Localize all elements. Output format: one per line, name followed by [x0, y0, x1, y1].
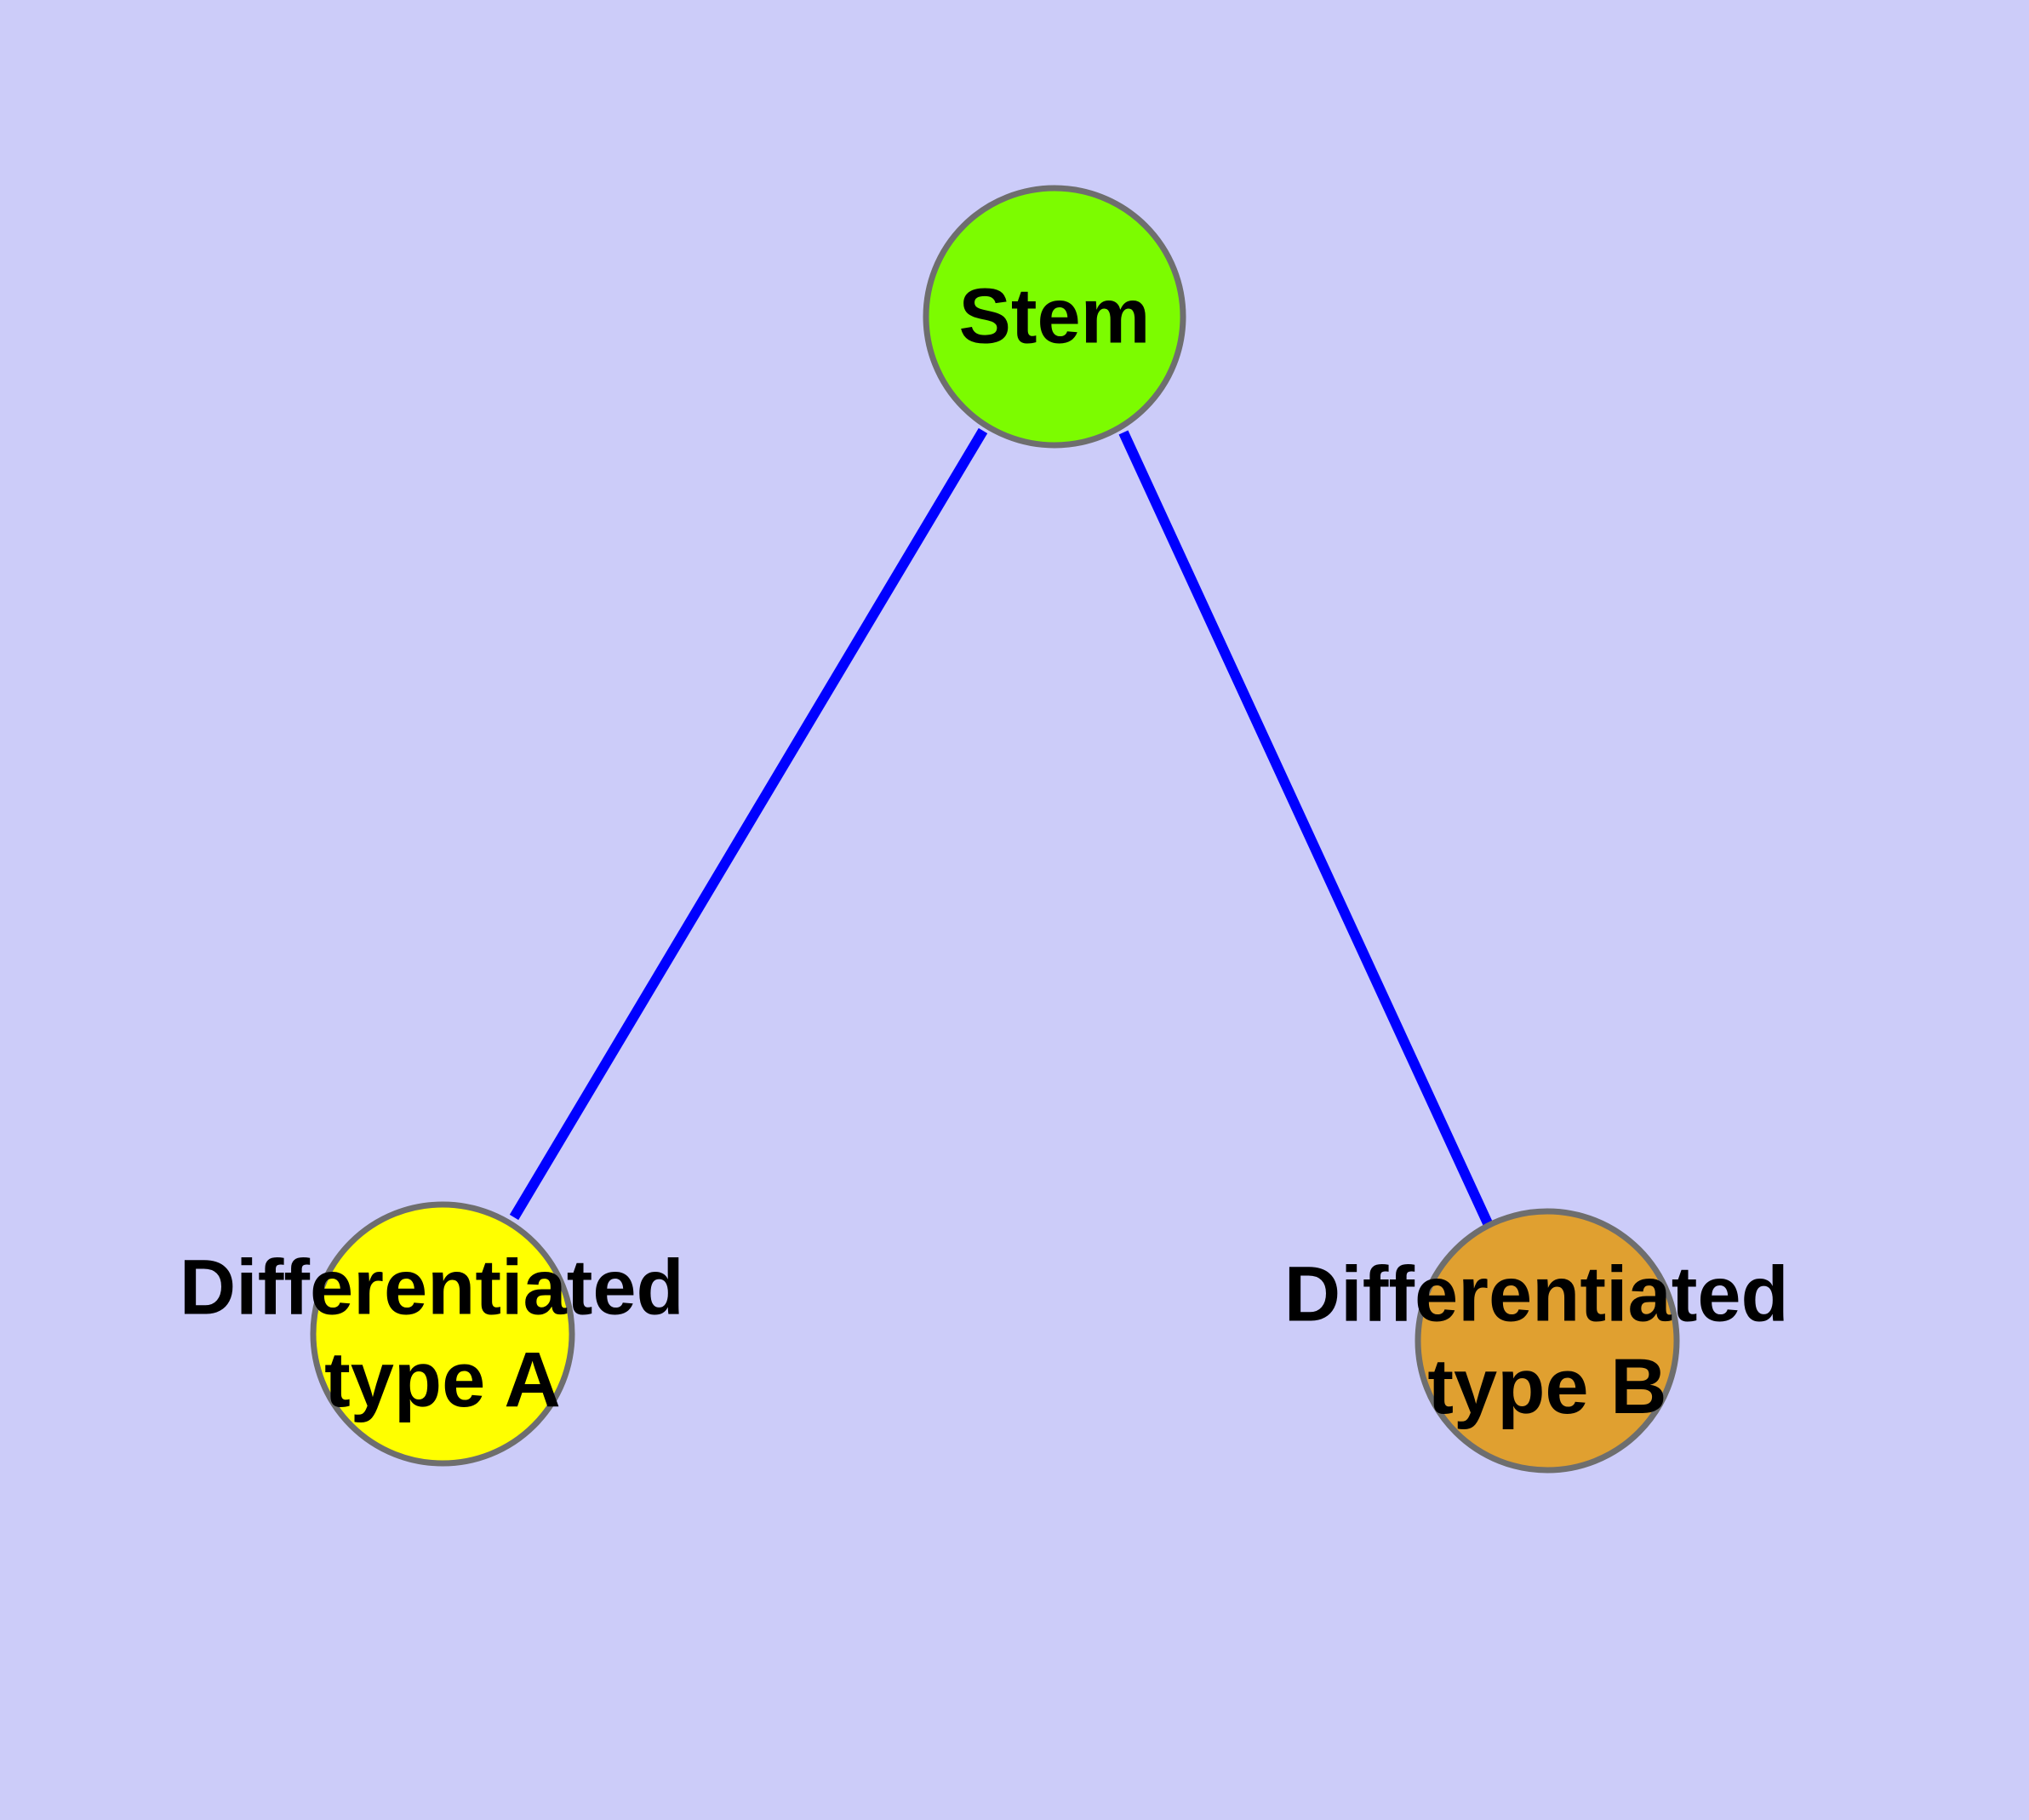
- node-label-differentiated-type-b-line-1: Differentiated: [1284, 1251, 1789, 1338]
- node-differentiated-type-b[interactable]: [1415, 1208, 1680, 1474]
- node-label-differentiated-type-b: Differentiated type B: [1284, 1245, 1811, 1430]
- node-label-differentiated-type-a-line-1: Differentiated: [180, 1245, 684, 1331]
- node-label-differentiated-type-a: Differentiated type A: [180, 1239, 706, 1423]
- edge-stem-to-differentiated-type-b: [1118, 430, 1493, 1226]
- node-label-differentiated-type-b-line-2: type B: [1427, 1343, 1666, 1430]
- node-differentiated-type-a[interactable]: [310, 1201, 575, 1467]
- node-label-differentiated-type-a-line-2: type A: [324, 1336, 561, 1423]
- node-layer: [310, 185, 1680, 1474]
- node-label-stem-line-1: Stem: [959, 273, 1151, 360]
- label-layer: Stem Differentiated type A Differentiate…: [180, 273, 1811, 1430]
- node-label-stem: Stem: [959, 273, 1151, 360]
- edge-stem-to-differentiated-type-a: [509, 427, 988, 1221]
- node-stem[interactable]: [923, 185, 1186, 449]
- edge-layer: [509, 427, 1493, 1226]
